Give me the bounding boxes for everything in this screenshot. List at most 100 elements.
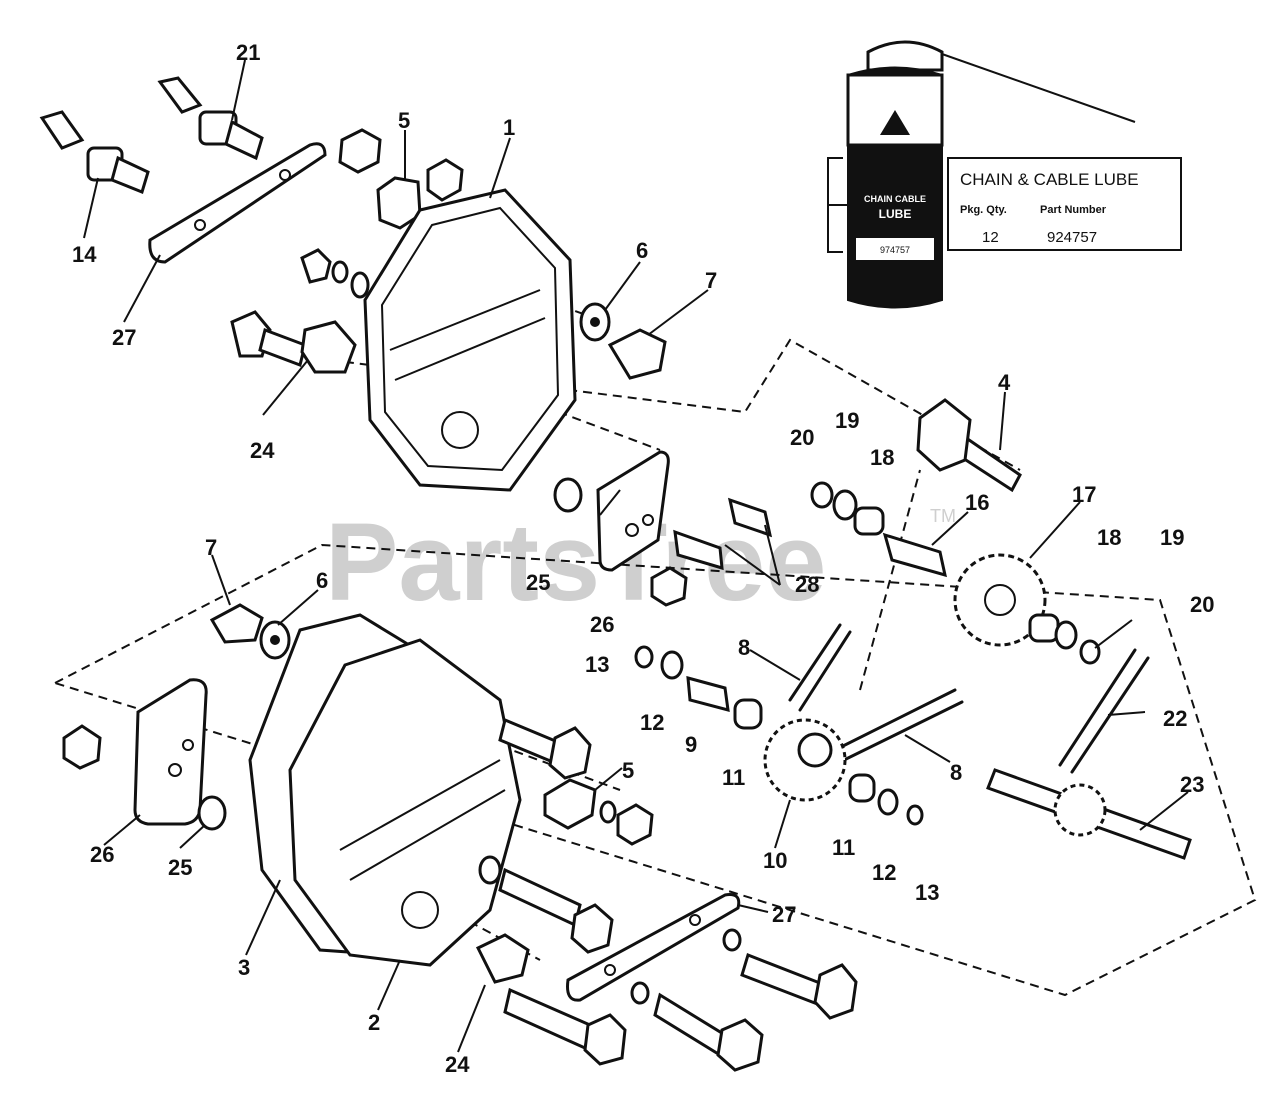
- chain-case-2: [288, 638, 522, 967]
- spacer-9: [686, 675, 730, 713]
- roller-28b: [673, 529, 724, 571]
- ring-lower-b: [630, 981, 650, 1005]
- callout-13-upper: 13: [585, 652, 609, 677]
- leader-lines: [83, 59, 1189, 1053]
- callout-20-upper: 20: [790, 425, 814, 450]
- bolt-24-upper: [230, 310, 357, 374]
- bolt-lower-long: [498, 717, 592, 780]
- callout-numbers: 21 14 27 5 1 6 7 24 4 20 19 18 16 17 18 …: [72, 40, 1214, 1077]
- callout-26-upper: 26: [590, 612, 614, 637]
- callout-25-lower: 25: [168, 855, 192, 880]
- washer-6-lower: [259, 620, 291, 660]
- callout-12-lower: 12: [872, 860, 896, 885]
- washer-12-lower: [877, 788, 899, 816]
- bearing-7-lower: [209, 603, 264, 644]
- callout-1: 1: [503, 115, 515, 140]
- callout-7-lower: 7: [205, 535, 217, 560]
- washer-12-upper: [660, 650, 684, 680]
- callout-14: 14: [72, 242, 97, 267]
- callout-27-lower: 27: [772, 902, 796, 927]
- nut-lower-left: [62, 724, 102, 770]
- lube-qty-value: 12: [982, 229, 999, 246]
- callout-5-lower: 5: [622, 758, 634, 783]
- sprocket-10: [763, 718, 847, 802]
- grease-fitting-14: [39, 110, 150, 195]
- bearing-7-upper: [607, 328, 667, 380]
- callout-28: 28: [795, 572, 819, 597]
- washer-25-upper: [553, 477, 583, 513]
- callout-7-upper: 7: [705, 268, 717, 293]
- callout-11-lower: 11: [832, 835, 855, 860]
- washer-20-upper: [810, 481, 834, 509]
- spacer-18-right: [1028, 613, 1060, 643]
- chain-22: [1058, 648, 1150, 774]
- lube-title: CHAIN & CABLE LUBE: [960, 170, 1139, 189]
- callout-21: 21: [236, 40, 260, 65]
- washer-19-right: [1054, 620, 1078, 650]
- nut-5-lower: [543, 778, 654, 846]
- roller-28a: [727, 497, 773, 538]
- link-bar-27-upper: [148, 142, 327, 264]
- callout-19-right: 19: [1160, 525, 1184, 550]
- chain-8: [788, 623, 964, 764]
- can-logo-icon: [880, 110, 910, 135]
- sprocket-17: [953, 553, 1047, 647]
- spacer-18-upper: [853, 506, 885, 536]
- callout-18-right: 18: [1097, 525, 1121, 550]
- callout-3: 3: [238, 955, 250, 980]
- callout-23: 23: [1180, 772, 1204, 797]
- callout-24-upper: 24: [250, 438, 275, 463]
- callout-8-upper: 8: [738, 635, 750, 660]
- callout-5-upper: 5: [398, 108, 410, 133]
- lube-label-box: CHAIN & CABLE LUBE Pkg. Qty. Part Number…: [827, 157, 1182, 253]
- ring-13-lower: [906, 804, 924, 826]
- shaft-4: [916, 398, 1022, 493]
- callout-2: 2: [368, 1010, 380, 1035]
- nut-upper-center: [650, 566, 688, 607]
- callout-18-upper: 18: [870, 445, 894, 470]
- lube-part-header: Part Number: [1040, 204, 1107, 216]
- bolt-lower-center: [653, 992, 764, 1072]
- callout-13-lower: 13: [915, 880, 939, 905]
- callout-11-upper: 11: [722, 765, 745, 790]
- callout-9: 9: [685, 732, 697, 757]
- bushing-11-lower: [848, 773, 876, 803]
- bearing-24-lower: [475, 933, 530, 984]
- lube-part-value: 924757: [1047, 229, 1097, 246]
- chain-case-1: [363, 188, 577, 492]
- bushing-11-upper: [733, 698, 763, 730]
- callout-27-upper: 27: [112, 325, 136, 350]
- washer-19-upper: [832, 489, 858, 521]
- washers-upper: [300, 248, 370, 299]
- lube-can: CHAIN CABLE LUBE 974757: [846, 40, 1136, 309]
- plate-26-upper: [596, 450, 670, 572]
- washer-25-lower: [197, 795, 227, 831]
- callout-6-lower: 6: [316, 568, 328, 593]
- callout-19-upper: 19: [835, 408, 859, 433]
- grease-fitting-21: [157, 76, 264, 161]
- callout-26-lower: 26: [90, 842, 114, 867]
- callout-6-upper: 6: [636, 238, 648, 263]
- bolt-lower-right: [740, 953, 858, 1020]
- callout-22: 22: [1163, 706, 1187, 731]
- ring-lower-a: [722, 928, 742, 952]
- callout-16: 16: [965, 490, 989, 515]
- can-label-line1: CHAIN CABLE: [864, 194, 926, 204]
- lube-qty-header: Pkg. Qty.: [960, 204, 1007, 216]
- roller-16: [882, 532, 947, 578]
- can-label-line2: LUBE: [879, 207, 912, 221]
- can-label-line3: 974757: [880, 245, 910, 255]
- ring-13-upper: [634, 645, 654, 669]
- callout-17: 17: [1072, 482, 1096, 507]
- callout-4: 4: [998, 370, 1011, 395]
- callout-20-right: 20: [1190, 592, 1214, 617]
- bolt-lower-bottom: [503, 987, 627, 1066]
- washer-6-upper: [579, 302, 611, 342]
- callout-25-upper: 25: [526, 570, 550, 595]
- washer-20-right: [1079, 639, 1101, 665]
- bolt-lower-mid: [478, 855, 614, 954]
- callout-10: 10: [763, 848, 787, 873]
- callout-12-upper: 12: [640, 710, 664, 735]
- callout-24-lower: 24: [445, 1052, 470, 1077]
